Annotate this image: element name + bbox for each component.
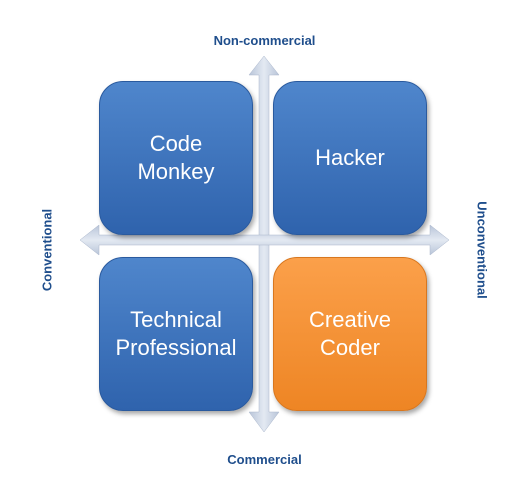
quadrant-code-monkey: Code Monkey [99, 81, 253, 235]
quadrant-label-line: Technical [130, 307, 222, 332]
axis-label-bottom: Commercial [227, 452, 302, 467]
quadrant-technical-professional: Technical Professional [99, 257, 253, 411]
horizontal-axis-arrow [79, 224, 450, 256]
quadrant-label-line: Coder [320, 335, 380, 360]
quadrant-creative-coder: Creative Coder [273, 257, 427, 411]
quadrant-label-line: Hacker [315, 145, 385, 170]
quadrant-label-line: Monkey [137, 159, 215, 184]
quadrant-label-line: Code [149, 131, 203, 156]
quadrant-hacker: Hacker [273, 81, 427, 235]
axis-label-top: Non-commercial [213, 33, 316, 48]
quadrant-label-line: Creative [309, 307, 391, 332]
quadrant-label-line: Professional [115, 335, 237, 360]
